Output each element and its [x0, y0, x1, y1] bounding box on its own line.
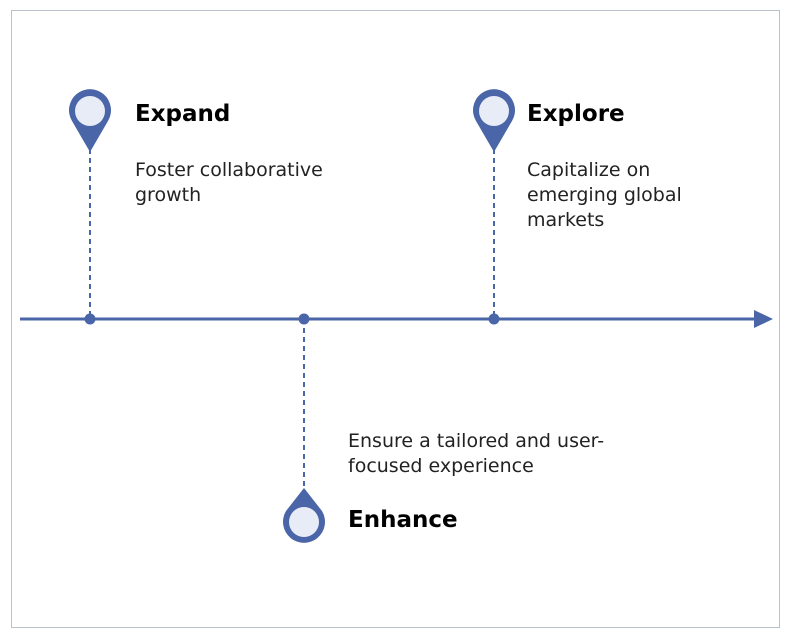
- timeline-dot-expand: [84, 313, 96, 325]
- milestone-title-expand: Expand: [135, 101, 231, 127]
- milestone-title-enhance: Enhance: [348, 507, 458, 533]
- milestone-description-expand: Foster collaborative growth: [135, 159, 323, 206]
- location-pin-icon: [473, 89, 515, 152]
- diagram-frame: [11, 10, 780, 628]
- location-pin-icon: [69, 89, 111, 152]
- timeline-arrowhead: [754, 310, 773, 328]
- location-pin-icon: [283, 488, 325, 543]
- milestone-title-explore: Explore: [527, 101, 625, 127]
- timeline-dot-enhance: [298, 313, 310, 325]
- timeline-dot-explore: [488, 313, 500, 325]
- milestone-description-explore: Capitalize on emerging global markets: [527, 159, 682, 231]
- milestone-description-enhance: Ensure a tailored and user-focused exper…: [348, 430, 605, 477]
